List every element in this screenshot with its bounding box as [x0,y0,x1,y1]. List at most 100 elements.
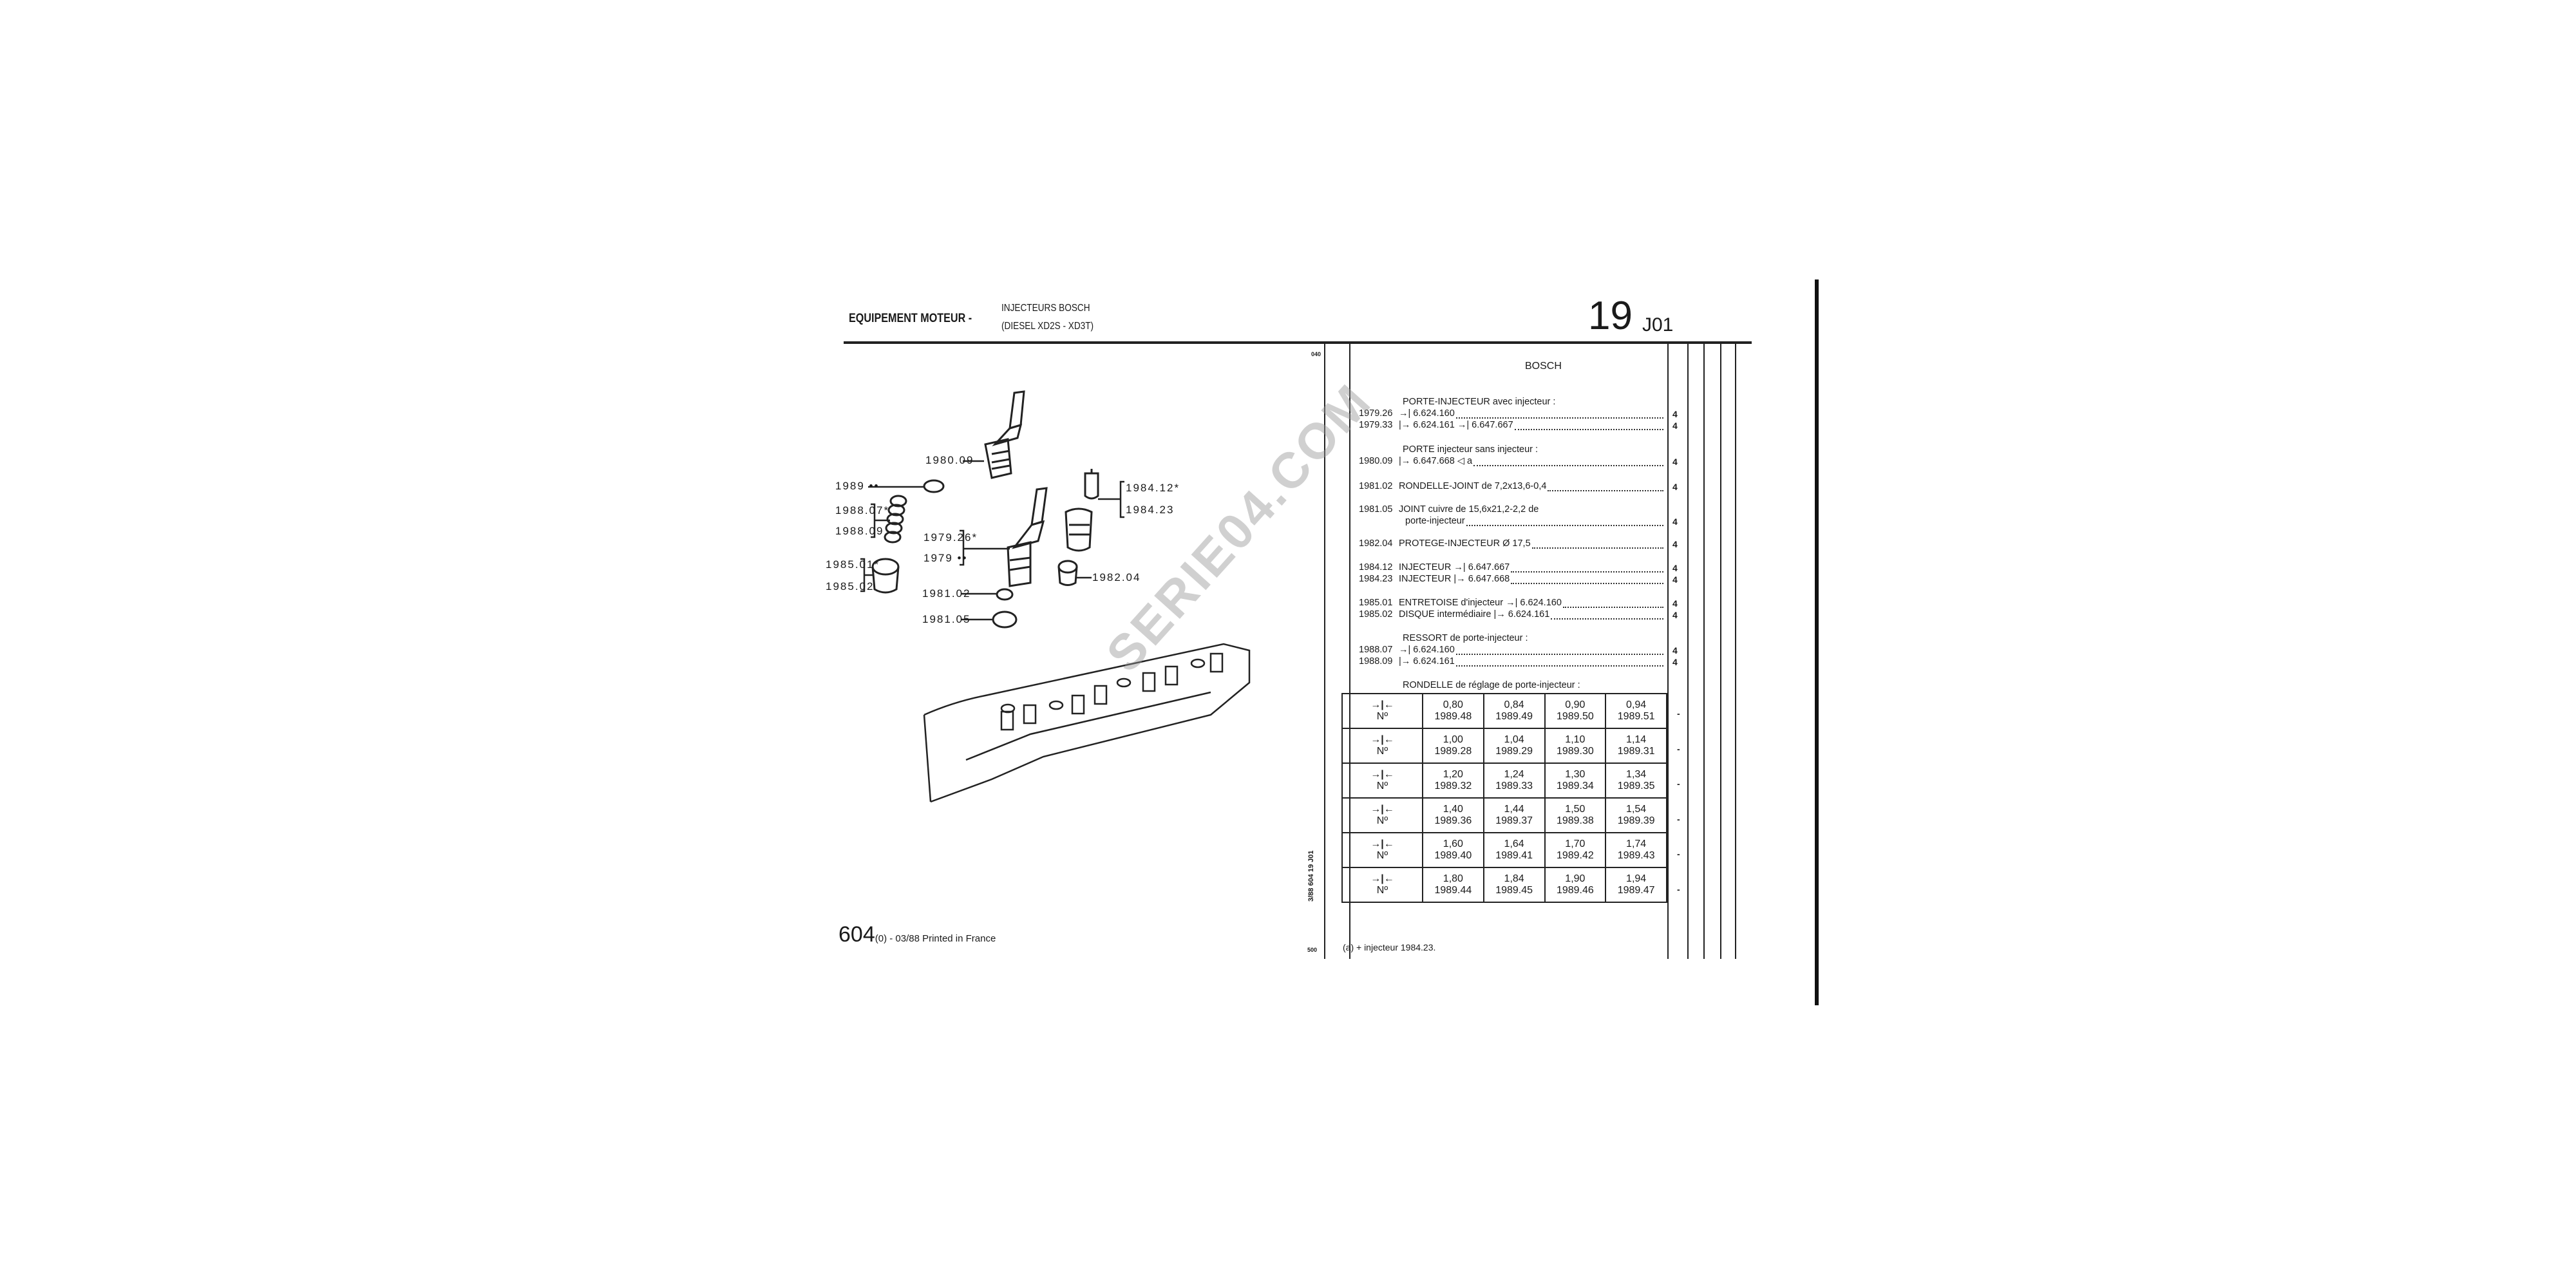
part-description: JOINT cuivre de 15,6x21,2-2,2 de [1399,504,1539,515]
part-number: 1989.40 [1434,850,1472,861]
thickness-value: 1,00 [1443,734,1463,745]
label-1981-02: 1981.02 [922,587,971,600]
quantity: 4 [1672,574,1678,585]
column-line [1667,344,1669,959]
number-label: Nº [1376,815,1388,826]
label-1988-07: 1988.07* [835,504,890,516]
part-number: 1989.46 [1556,885,1594,896]
dot-leader [1466,525,1663,526]
thickness-value: 1,20 [1443,769,1463,780]
quantity: - [1677,813,1680,824]
dot-leader [1511,571,1663,573]
dot-leader [1455,417,1663,419]
quantity: 4 [1672,645,1678,656]
number-label: Nº [1376,850,1388,861]
group-number: 19 [1588,294,1633,338]
part-description: RESSORT de porte-injecteur : [1403,633,1528,643]
list-item: 1980.09|→ 6.647.668 ◁ a [1359,456,1472,466]
thickness-header-cell: →|←Nº [1341,867,1423,903]
list-item: PORTE injecteur sans injecteur : [1359,444,1538,455]
dot-leader [1548,490,1663,491]
thickness-value: 1,60 [1443,838,1463,849]
part-number: 1989.37 [1495,815,1533,826]
quantity: - [1677,743,1680,754]
part-description: |→ 6.624.161 →| 6.647.667 [1399,420,1513,430]
list-item: RONDELLE de réglage de porte-injecteur : [1359,680,1580,690]
thickness-value: 1,70 [1565,838,1586,849]
part-ref: 1981.05 [1359,504,1393,515]
thickness-value: 1,50 [1565,804,1586,815]
part-number: 1989.38 [1556,815,1594,826]
thickness-value: 0,90 [1565,699,1586,710]
thickness-icon: →|← [1370,838,1394,849]
dot-leader [1455,654,1663,655]
dot-leader [1531,547,1663,549]
part-ref: 1985.02 [1359,609,1393,620]
nozzle-nut [1065,507,1093,552]
part-number: 1989.43 [1617,850,1655,861]
dot-leader [1511,583,1663,584]
part-number: 1989.44 [1434,885,1472,896]
thickness-icon: →|← [1370,873,1394,884]
thickness-icon: →|← [1370,769,1394,780]
thickness-value: 1,74 [1626,838,1647,849]
part-number: 1989.49 [1495,711,1533,722]
part-number: 1989.28 [1434,746,1472,757]
footnote: (a) + injecteur 1984.23. [1343,942,1436,952]
dot-leader [1455,665,1663,667]
thickness-value: 1,64 [1504,838,1524,849]
label-1985-01: 1985.01* [826,558,880,571]
thickness-value: 1,44 [1504,804,1524,815]
column-line [1720,344,1721,959]
subtitle-line-1: INJECTEURS BOSCH [1001,303,1090,314]
quantity: 4 [1672,539,1678,549]
part-number: 1989.32 [1434,781,1472,791]
list-item: 1985.02 DISQUE intermédiaire |→ 6.624.161 [1359,609,1549,620]
brand-heading: BOSCH [1525,361,1562,372]
part-number: 1989.51 [1617,711,1655,722]
part-ref: 1988.09 [1359,656,1393,667]
part-number: 1989.48 [1434,711,1472,722]
list-item: porte-injecteur [1359,516,1465,526]
part-number: 1989.35 [1617,781,1655,791]
list-item: 1979.33|→ 6.624.161 →| 6.647.667 [1359,420,1513,430]
header-rule [844,341,1752,344]
washer-1981-05 [992,611,1018,629]
part-number: 1989.45 [1495,885,1533,896]
thickness-value: 1,30 [1565,769,1586,780]
part-description: RONDELLE-JOINT de 7,2x13,6-0,4 [1399,481,1547,491]
column-line [1703,344,1705,959]
thickness-icon: →|← [1370,804,1394,815]
part-number: 1989.31 [1617,746,1655,757]
spring-1988 [884,495,907,544]
number-label: Nº [1376,711,1388,722]
part-number: 1989.34 [1556,781,1594,791]
part-ref: 1979.26 [1359,408,1393,419]
thickness-header-cell: →|←Nº [1341,797,1423,833]
part-number: 1989.33 [1495,781,1533,791]
label-1980-09: 1980.09 [925,454,974,466]
part-description: INJECTEUR →| 6.647.667 [1399,562,1510,573]
list-item: RESSORT de porte-injecteur : [1359,633,1528,643]
part-description: →| 6.624.160 [1399,645,1455,655]
part-number: 1989.39 [1617,815,1655,826]
part-description: DISQUE intermédiaire |→ 6.624.161 [1399,609,1550,620]
